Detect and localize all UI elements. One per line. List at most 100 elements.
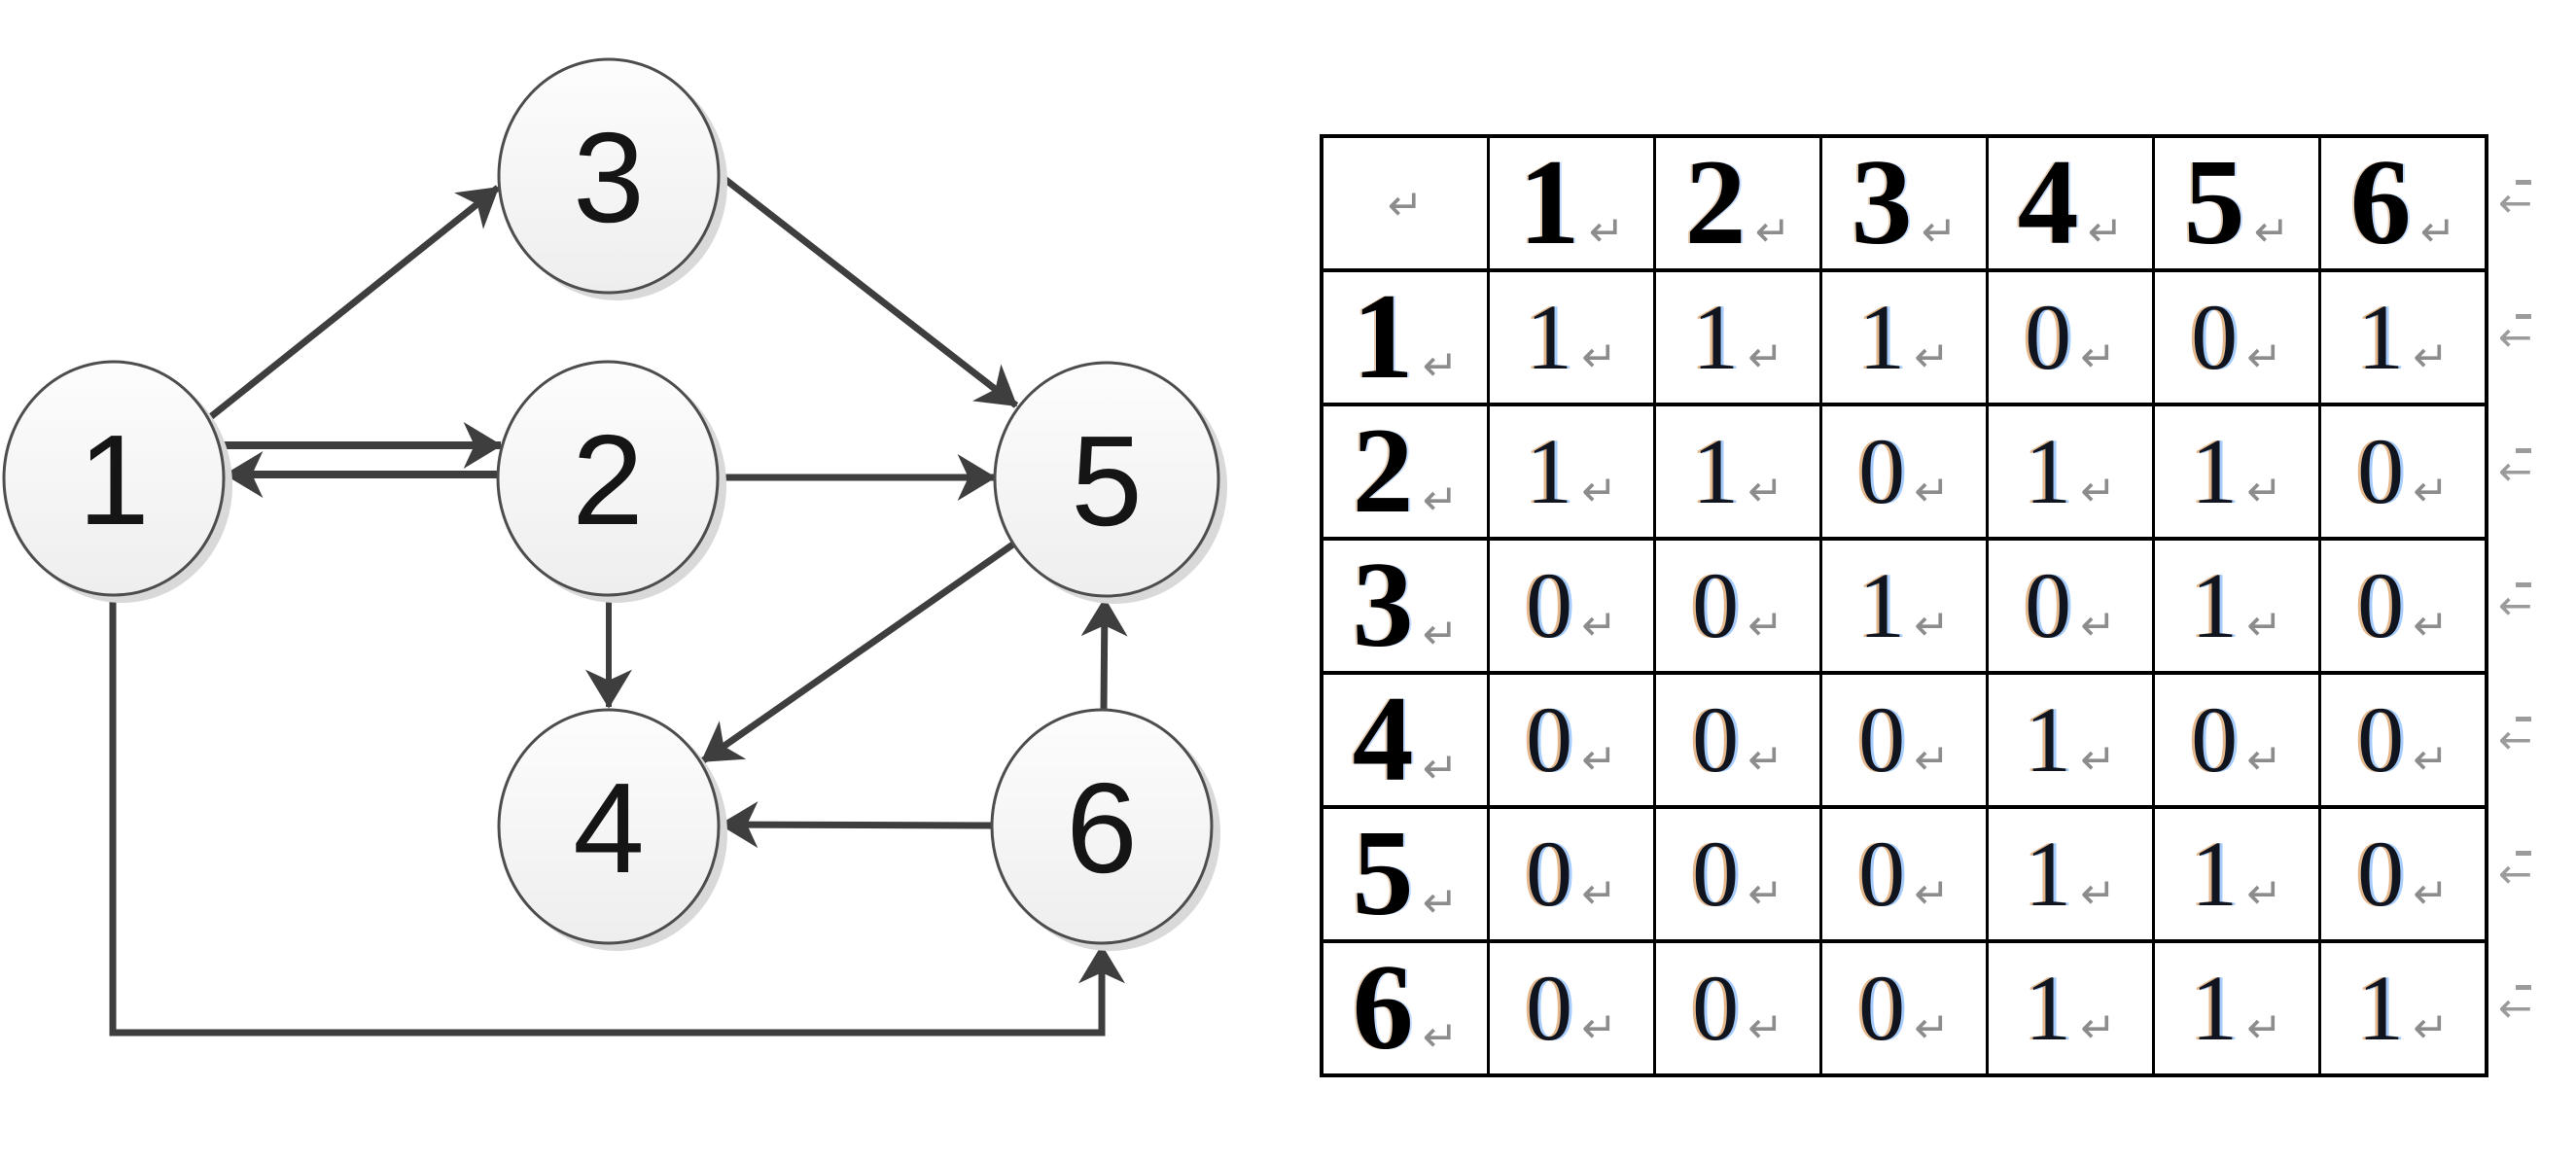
row-header-1: 1↵ — [1320, 268, 1490, 406]
return-mark-icon: ↵ — [1914, 1003, 1950, 1053]
end-of-row-mark-icon: ← — [2498, 180, 2537, 225]
return-mark-icon: ↵ — [1921, 207, 1958, 257]
matrix-cell: 1↵ — [1653, 268, 1822, 406]
adjacency-matrix-table: ↵ 1↵ 2↵ 3↵ 4↵ 5↵ 6↵ 1↵ 1↵ 1↵ 1↵ 0↵ 0↵ 1↵ — [1320, 134, 2488, 1077]
end-of-row-mark-icon: ← — [2498, 582, 2537, 627]
node-6: 6 — [990, 708, 1220, 951]
return-mark-icon: ↵ — [1581, 601, 1617, 650]
end-of-row-mark-icon: ← — [2498, 851, 2537, 896]
row-header-2: 2↵ — [1320, 403, 1490, 541]
return-mark-icon: ↵ — [2080, 869, 2116, 919]
return-mark-icon: ↵ — [1581, 1003, 1617, 1053]
matrix-cell: 0↵ — [1653, 939, 1822, 1077]
matrix-cell: 1↵ — [1487, 403, 1656, 541]
matrix-row-6: 6↵ 0↵ 0↵ 0↵ 1↵ 1↵ 1↵ — [1320, 939, 2488, 1077]
node-5-label: 5 — [1071, 409, 1142, 552]
matrix-cell: 0↵ — [1986, 537, 2155, 675]
matrix-row-5: 5↵ 0↵ 0↵ 0↵ 1↵ 1↵ 0↵ — [1320, 805, 2488, 943]
return-mark-icon: ↵ — [2413, 1003, 2449, 1053]
node-1-circle — [2, 360, 226, 597]
edge-1-3 — [206, 185, 501, 421]
return-mark-icon: ↵ — [2246, 333, 2282, 382]
node-5: 5 — [993, 361, 1227, 604]
end-of-row-mark-icon: ← — [2498, 985, 2537, 1030]
return-mark-icon: ↵ — [1588, 207, 1625, 257]
matrix-row-4: 4↵ 0↵ 0↵ 0↵ 1↵ 0↵ 0↵ — [1320, 671, 2488, 809]
return-mark-icon: ↵ — [1914, 601, 1950, 650]
return-mark-icon: ↵ — [1581, 735, 1617, 785]
return-mark-icon: ↵ — [1747, 467, 1783, 516]
matrix-cell: 0↵ — [1653, 671, 1822, 809]
column-header-1: 1↵ — [1487, 134, 1656, 272]
edge-6-5 — [1080, 597, 1128, 710]
matrix-cell: 1↵ — [2152, 805, 2321, 943]
matrix-cell: 1↵ — [1986, 671, 2155, 809]
return-mark-icon: ↵ — [2246, 601, 2282, 650]
return-mark-icon: ↵ — [1747, 601, 1783, 650]
edge-5-4 — [699, 541, 1017, 764]
matrix-cell: 0↵ — [2318, 537, 2488, 675]
return-mark-icon: ↵ — [2413, 333, 2449, 382]
node-3-label: 3 — [573, 106, 644, 249]
return-mark-icon: ↵ — [2413, 735, 2449, 785]
row-header-5: 5↵ — [1320, 805, 1490, 943]
corner-cell: ↵ — [1320, 134, 1490, 272]
adjacency-matrix: ↵ 1↵ 2↵ 3↵ 4↵ 5↵ 6↵ 1↵ 1↵ 1↵ 1↵ 0↵ 0↵ 1↵ — [1320, 134, 2532, 1077]
return-mark-icon: ↵ — [1422, 610, 1459, 659]
matrix-cell: 0↵ — [2318, 805, 2488, 943]
column-header-2: 2↵ — [1653, 134, 1822, 272]
node-1-label: 1 — [78, 408, 149, 551]
matrix-cell: 0↵ — [1986, 268, 2155, 406]
matrix-cell: 1↵ — [2318, 268, 2488, 406]
matrix-cell: 1↵ — [1986, 939, 2155, 1077]
end-of-row-mark-icon: ← — [2498, 448, 2537, 493]
return-mark-icon: ↵ — [1914, 333, 1950, 382]
matrix-cell: 0↵ — [1487, 671, 1656, 809]
matrix-header-row: ↵ 1↵ 2↵ 3↵ 4↵ 5↵ 6↵ — [1320, 134, 2488, 272]
matrix-cell: 1↵ — [1819, 268, 1989, 406]
matrix-cell: 0↵ — [1819, 671, 1989, 809]
edge-6-4 — [719, 801, 993, 849]
return-mark-icon: ↵ — [1914, 735, 1950, 785]
return-mark-icon: ↵ — [2419, 207, 2456, 257]
node-6-label: 6 — [1066, 756, 1137, 899]
matrix-cell: 1↵ — [2152, 537, 2321, 675]
return-mark-icon: ↵ — [1422, 1012, 1459, 1062]
node-2-circle — [496, 360, 720, 597]
node-4: 4 — [497, 708, 727, 951]
matrix-cell: 1↵ — [1819, 537, 1989, 675]
return-mark-icon: ↵ — [1747, 1003, 1783, 1053]
matrix-cell: 0↵ — [1819, 805, 1989, 943]
return-mark-icon: ↵ — [2413, 601, 2449, 650]
matrix-cell: 1↵ — [2152, 939, 2321, 1077]
return-mark-icon: ↵ — [1581, 869, 1617, 919]
end-of-row-mark-icon: ← — [2498, 717, 2537, 761]
return-mark-icon: ↵ — [2080, 1003, 2116, 1053]
node-5-circle — [993, 361, 1220, 598]
matrix-cell: 1↵ — [2152, 403, 2321, 541]
return-mark-icon: ↵ — [1747, 869, 1783, 919]
matrix-cell: 0↵ — [2318, 671, 2488, 809]
column-header-6: 6↵ — [2318, 134, 2488, 272]
matrix-cell: 0↵ — [1487, 939, 1656, 1077]
return-mark-icon: ↵ — [1581, 333, 1617, 382]
return-mark-icon: ↵ — [2413, 869, 2449, 919]
return-mark-icon: ↵ — [2246, 1003, 2282, 1053]
matrix-cell: 1↵ — [1986, 403, 2155, 541]
node-3-circle — [497, 57, 721, 295]
matrix-row-2: 2↵ 1↵ 1↵ 0↵ 1↵ 1↵ 0↵ — [1320, 403, 2488, 541]
node-6-circle — [990, 708, 1214, 945]
matrix-cell: 1↵ — [1986, 805, 2155, 943]
return-mark-icon: ↵ — [2246, 467, 2282, 516]
return-mark-icon: ↵ — [2087, 207, 2124, 257]
return-mark-icon: ↵ — [2253, 207, 2290, 257]
return-mark-icon: ↵ — [1422, 341, 1459, 391]
matrix-cell: 1↵ — [1653, 403, 1822, 541]
column-header-4: 4↵ — [1986, 134, 2155, 272]
matrix-cell: 0↵ — [1487, 537, 1656, 675]
matrix-cell: 0↵ — [1487, 805, 1656, 943]
matrix-cell: 1↵ — [2318, 939, 2488, 1077]
return-mark-icon: ↵ — [1747, 333, 1783, 382]
row-header-6: 6↵ — [1320, 939, 1490, 1077]
